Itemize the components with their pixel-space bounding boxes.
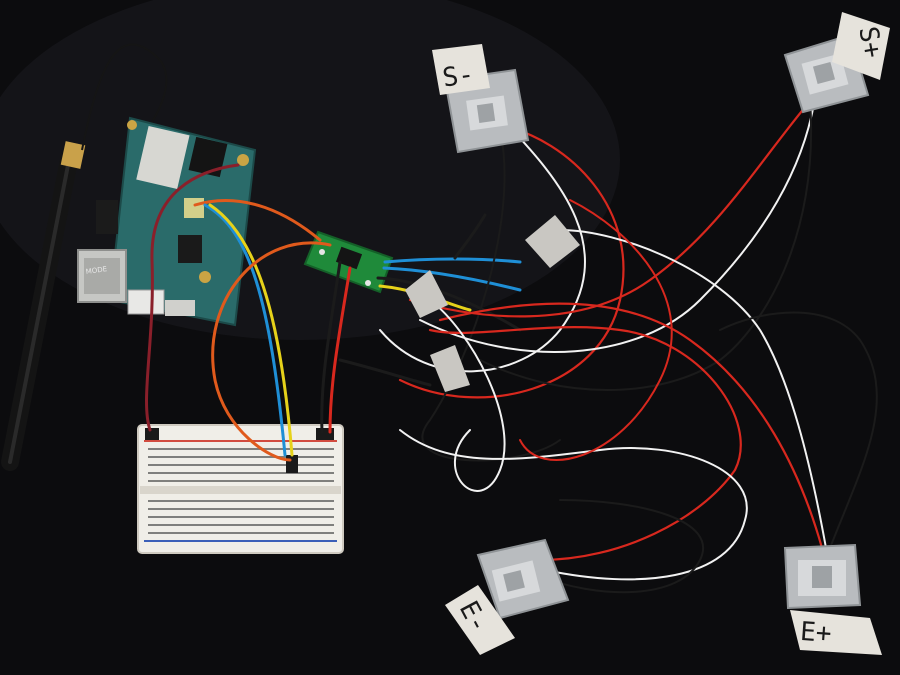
- wire-tape-tags: [405, 215, 580, 392]
- hx711-amplifier: [303, 230, 394, 294]
- label-e-plus: E+: [799, 617, 832, 649]
- label-s-plus: S+: [852, 24, 887, 60]
- load-cell-top-right: S+: [783, 12, 890, 114]
- label-s-minus: S-: [441, 60, 476, 94]
- load-cell-top-left: S-: [432, 44, 530, 154]
- board-marking: MODE: [85, 265, 107, 276]
- wires-board: [145, 163, 352, 462]
- breadboard: [137, 424, 344, 554]
- load-cell-bottom-left: E-: [445, 538, 570, 655]
- load-cell-bottom-right: E+: [783, 543, 882, 655]
- antenna: [1, 43, 168, 471]
